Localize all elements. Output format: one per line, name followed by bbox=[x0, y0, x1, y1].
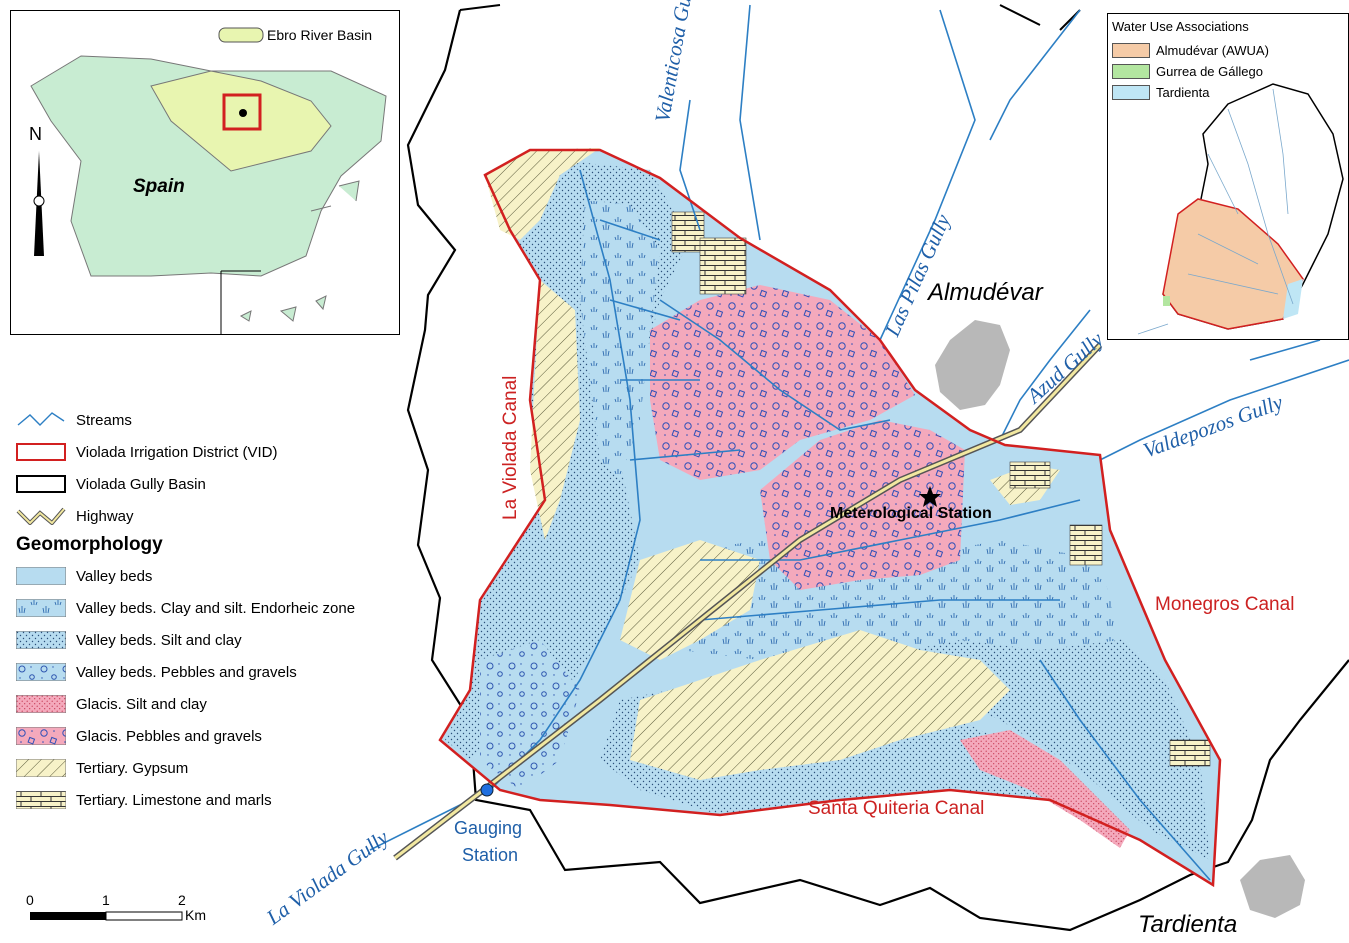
ebro-legend-swatch bbox=[218, 27, 264, 43]
ebro-legend-label: Ebro River Basin bbox=[267, 27, 373, 43]
unit-gypsum-central bbox=[620, 540, 760, 660]
legend-vid: Violada Irrigation District (VID) bbox=[16, 436, 416, 468]
legend-geomorph-title: Geomorphology bbox=[16, 534, 163, 555]
urban-almudevar bbox=[935, 320, 1010, 410]
legend-gypsum: Tertiary. Gypsum bbox=[16, 752, 416, 784]
unit-gypsum-south bbox=[630, 630, 1010, 780]
basin-outline-north bbox=[459, 4, 1081, 31]
map-legend: Streams Violada Irrigation District (VID… bbox=[16, 404, 416, 816]
scalebar-white bbox=[105, 911, 183, 921]
wua-title: Water Use Associations bbox=[1112, 19, 1249, 34]
label-tardienta: Tardienta bbox=[1138, 911, 1238, 938]
unit-limestone-2 bbox=[699, 237, 747, 295]
study-area-box bbox=[222, 93, 262, 131]
scale-unit: Km bbox=[185, 907, 206, 923]
meteo-station-star bbox=[919, 486, 941, 507]
legend-silt-clay: Valley beds. Silt and clay bbox=[16, 624, 416, 656]
label-la-violada-canal: La Violada Canal bbox=[500, 375, 521, 520]
legend-limestone: Tertiary. Limestone and marls bbox=[16, 784, 416, 816]
scale-tick-1: 1 bbox=[102, 892, 110, 908]
streams-icon bbox=[17, 412, 65, 426]
label-monegros-canal: Monegros Canal bbox=[1155, 594, 1295, 615]
north-label: N bbox=[29, 124, 42, 144]
legend-pebbles: Valley beds. Pebbles and gravels bbox=[16, 656, 416, 688]
legend-highway: Highway bbox=[16, 500, 416, 532]
unit-limestone-5 bbox=[1169, 739, 1211, 767]
legend-streams: Streams bbox=[16, 404, 416, 436]
scale-tick-0: 0 bbox=[26, 892, 34, 908]
wua-inset: Water Use Associations Almudévar (AWUA) … bbox=[1107, 13, 1349, 340]
highway-icon bbox=[16, 507, 66, 525]
unit-limestone-1 bbox=[671, 211, 705, 253]
urban-tardienta bbox=[1240, 855, 1305, 918]
gauging-station-marker bbox=[480, 783, 494, 797]
label-station: Station bbox=[462, 845, 519, 865]
unit-limestone-4 bbox=[1069, 524, 1103, 566]
label-meteo-station: Meterological Station bbox=[830, 505, 992, 522]
unit-valley-pebbles bbox=[480, 640, 580, 790]
wua-item-almudevar: Almudévar (AWUA) bbox=[1112, 40, 1269, 61]
legend-endorheic: Valley beds. Clay and silt. Endorheic zo… bbox=[16, 592, 416, 624]
streams bbox=[369, 4, 1349, 881]
wua-item-gurrea: Gurrea de Gállego bbox=[1112, 61, 1269, 82]
label-santa-quiteria-canal: Santa Quiteria Canal bbox=[808, 798, 985, 819]
unit-gypsum-nw bbox=[485, 148, 600, 240]
locator-map bbox=[30, 27, 387, 334]
label-almudevar: Almudévar bbox=[928, 279, 1043, 306]
legend-glacis-silt: Glacis. Silt and clay bbox=[16, 688, 416, 720]
unit-glacis-pebbles-north bbox=[650, 285, 915, 480]
label-gauging: Gauging bbox=[454, 818, 523, 838]
unit-glacis-silt bbox=[960, 730, 1130, 848]
wua-item-tardienta: Tardienta bbox=[1112, 82, 1269, 103]
legend-basin: Violada Gully Basin bbox=[16, 468, 416, 500]
scalebar-black bbox=[30, 912, 106, 920]
ebro-basin-shape bbox=[150, 70, 332, 172]
wua-map bbox=[1137, 83, 1344, 335]
unit-limestone-3 bbox=[1009, 461, 1051, 489]
spain-label: Spain bbox=[133, 176, 185, 197]
legend-glacis-pebbles: Glacis. Pebbles and gravels bbox=[16, 720, 416, 752]
legend-valley-beds: Valley beds bbox=[16, 560, 416, 592]
locator-inset: Ebro River Basin Spain N bbox=[10, 10, 400, 335]
scale-tick-2: 2 bbox=[178, 892, 186, 908]
vid-boundary bbox=[438, 148, 1222, 888]
